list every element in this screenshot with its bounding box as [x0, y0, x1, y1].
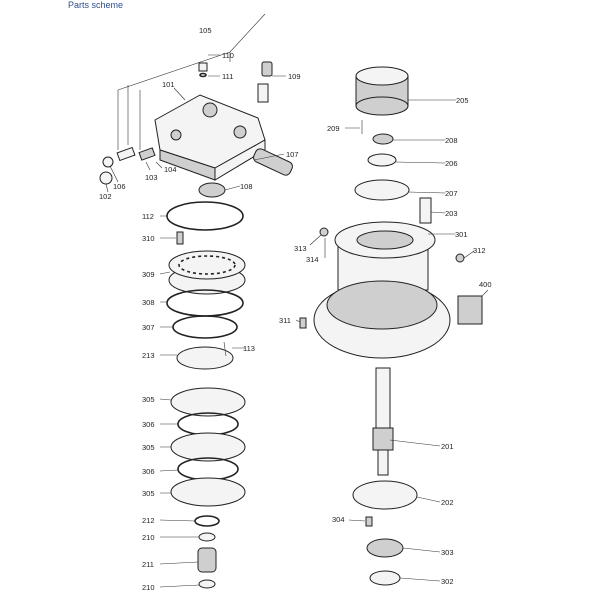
callout-308: 308	[142, 298, 155, 307]
plug-312	[455, 253, 465, 263]
callout-103: 103	[145, 173, 158, 182]
callout-112: 112	[142, 212, 154, 221]
spring-211	[197, 547, 217, 573]
callout-305: 305	[142, 489, 155, 498]
collar-202	[352, 480, 418, 510]
o-ring-111	[199, 72, 207, 78]
callout-203: 203	[445, 209, 458, 218]
callout-304: 304	[332, 515, 345, 524]
plate-203	[419, 197, 432, 224]
bearing-303	[366, 538, 404, 558]
piston-shoe-207	[354, 179, 410, 201]
callout-205: 205	[456, 96, 469, 105]
callout-210: 210	[142, 583, 155, 592]
callout-313: 313	[294, 244, 307, 253]
callout-305: 305	[142, 443, 155, 452]
callout-202: 202	[441, 498, 454, 507]
callout-312: 312	[473, 246, 486, 255]
callout-111: 111	[222, 72, 233, 81]
bolt-109	[257, 83, 269, 103]
callout-108: 108	[240, 182, 253, 191]
callout-303: 303	[441, 548, 454, 557]
washer-210-lower	[198, 579, 216, 589]
callout-206: 206	[445, 159, 458, 168]
pin-304	[365, 516, 373, 527]
callout-212: 212	[142, 516, 155, 525]
callout-314: 314	[306, 255, 319, 264]
callout-105: 105	[199, 26, 212, 35]
plate-213	[176, 346, 234, 370]
plug-106	[102, 156, 114, 168]
callout-110: 110	[222, 51, 234, 60]
bearing-108	[198, 182, 226, 198]
diagram-title: Parts scheme	[68, 0, 124, 10]
callout-207: 207	[445, 189, 458, 198]
brake-piston-309	[168, 250, 246, 295]
callout-305: 305	[142, 395, 155, 404]
o-ring-307	[172, 315, 238, 339]
callout-211: 211	[142, 560, 154, 569]
callout-210: 210	[142, 533, 155, 542]
callout-306: 306	[142, 420, 155, 429]
plug-110	[198, 62, 208, 72]
callout-306: 306	[142, 467, 155, 476]
callout-113: 113	[243, 344, 255, 353]
plug-104	[116, 146, 136, 162]
callout-201: 201	[441, 442, 454, 451]
callout-301: 301	[455, 230, 468, 239]
set-plate-206	[367, 153, 397, 167]
cylinder-block-205	[355, 66, 409, 116]
callout-104: 104	[164, 165, 177, 174]
ball-guide-208	[372, 133, 394, 145]
callout-101: 101	[162, 80, 175, 89]
o-ring-112	[166, 201, 244, 231]
washer-210	[198, 532, 216, 542]
housing-301	[313, 221, 451, 359]
callout-311: 311	[279, 316, 291, 325]
callout-208: 208	[445, 136, 458, 145]
plug-102	[99, 171, 113, 185]
callout-302: 302	[441, 577, 454, 586]
callout-213: 213	[142, 351, 155, 360]
ring-302	[369, 570, 401, 586]
callout-102: 102	[99, 192, 112, 201]
shaft-201	[372, 367, 394, 476]
callout-109: 109	[288, 72, 301, 81]
callout-310: 310	[142, 234, 155, 243]
plug-104-upper	[261, 61, 273, 77]
friction-plates	[170, 387, 246, 507]
callout-309: 309	[142, 270, 155, 279]
spring-311	[299, 317, 307, 329]
callout-400: 400	[479, 280, 492, 289]
callout-307: 307	[142, 323, 155, 332]
valve-400	[457, 295, 483, 325]
plug-103	[138, 147, 156, 161]
valve-block-101	[154, 94, 266, 181]
spring-310	[176, 231, 184, 245]
plug-313	[319, 227, 329, 237]
callout-106: 106	[113, 182, 126, 191]
snap-ring-212	[194, 515, 220, 527]
callout-209: 209	[327, 124, 340, 133]
callout-107: 107	[286, 150, 299, 159]
